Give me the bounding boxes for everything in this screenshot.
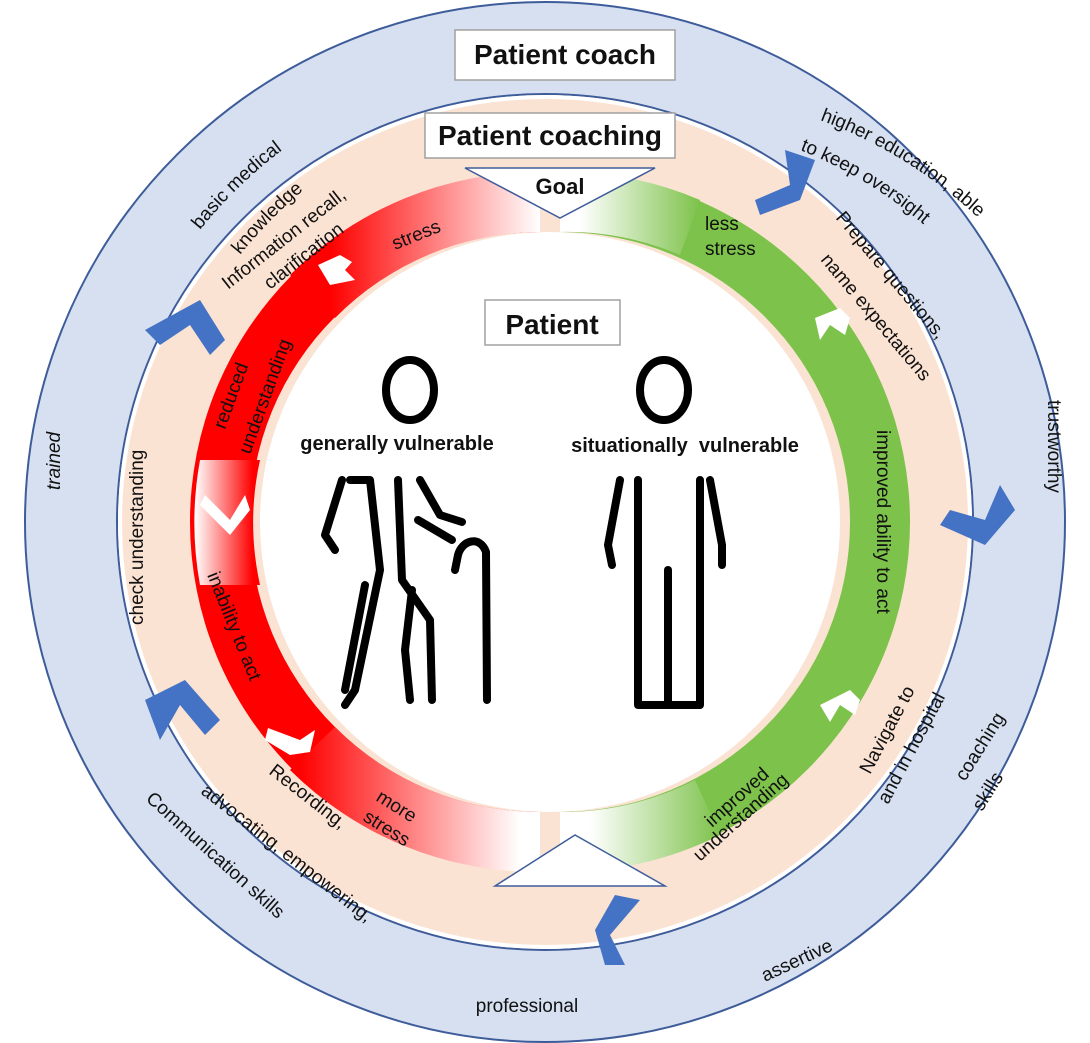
chevron-down-icon [940, 485, 1015, 545]
chevron-icons-blue [145, 150, 1015, 965]
standing-person-icon [604, 356, 726, 709]
goal-triangle-top [464, 167, 656, 219]
chevron-up-icon [145, 680, 220, 740]
patient-coaching-box: Patient coaching [424, 112, 676, 159]
inner-label-less: less [705, 214, 739, 235]
patient-box: Patient [484, 299, 621, 346]
chevron-left-icon [595, 895, 640, 965]
chevron-right-icon [265, 728, 315, 755]
chevron-left-icon [318, 255, 355, 285]
chevron-right-icon [755, 150, 815, 215]
chevron-up-icon [820, 690, 860, 722]
inner-label-improved-ability: improved ability to act [872, 430, 893, 614]
inner-ring-red [190, 171, 540, 873]
outer-label-trustworthy: trustworthy [1043, 400, 1064, 493]
patient-title: Patient [505, 309, 598, 340]
patient-coach-box: Patient coach [454, 29, 676, 81]
patient-coach-title: Patient coach [474, 39, 656, 70]
elderly-person-icon [321, 356, 491, 709]
outer-label-professional: professional [476, 996, 578, 1017]
chevron-up-icon [145, 300, 225, 355]
goal-triangle-bottom [492, 834, 668, 887]
situationally-vulnerable-label: situationally vulnerable [571, 435, 799, 457]
mid-label-check-understanding: check understanding [127, 450, 148, 625]
patient-coaching-title: Patient coaching [438, 120, 662, 151]
generally-vulnerable-label: generally vulnerable [300, 433, 493, 455]
inner-label-less-stress: stress [705, 239, 756, 260]
goal-label: Goal [536, 174, 585, 199]
chevron-down-icon [200, 495, 250, 535]
chevron-up-icon [815, 308, 850, 340]
outer-label-trained: trained [44, 430, 65, 490]
chevron-icons-white [200, 255, 860, 755]
